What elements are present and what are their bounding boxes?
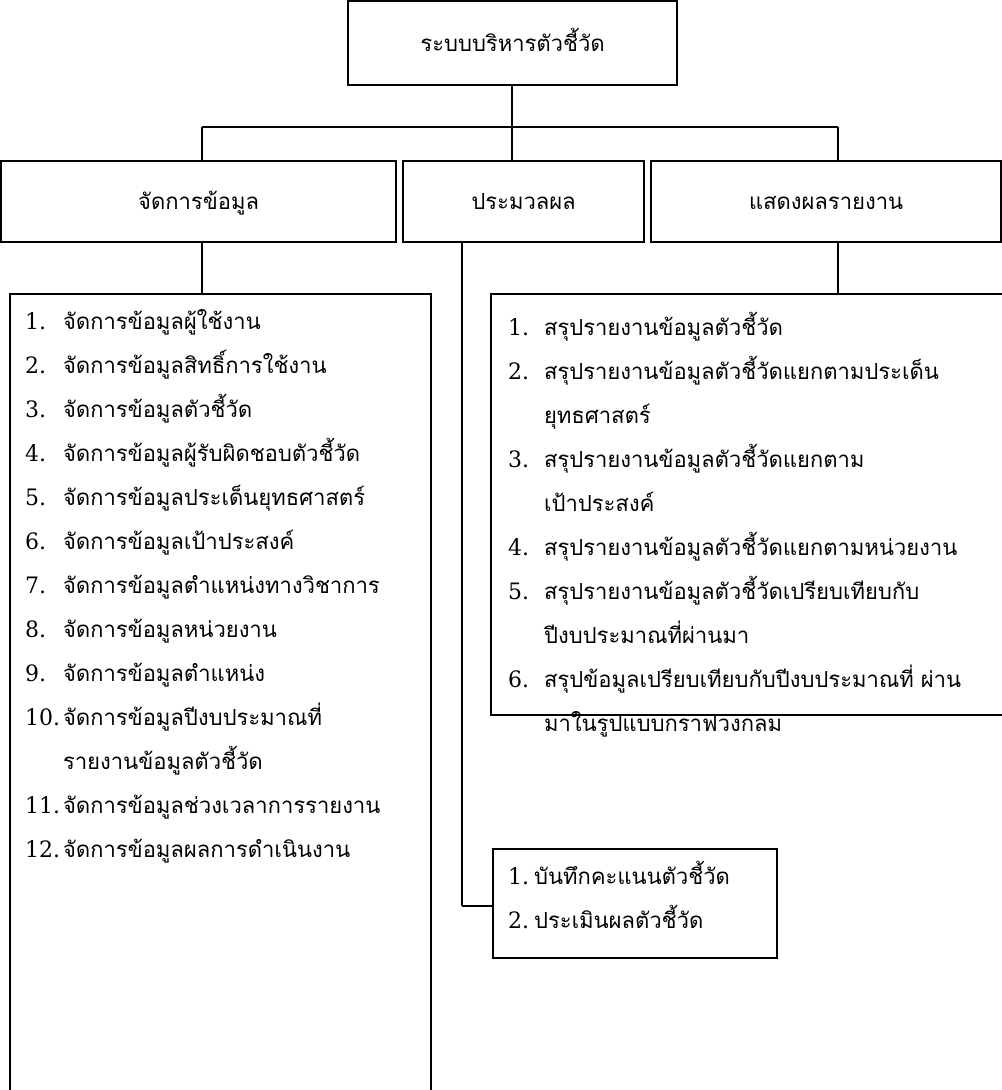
item-number: 5.	[25, 486, 46, 511]
item-number: 7.	[25, 574, 46, 599]
list-item: 4. จัดการข้อมูลผู้รับผิดชอบตัวชี้วัด	[25, 433, 420, 477]
item-text: จัดการข้อมูลปีงบประมาณที่ รายงานข้อมูลตั…	[63, 706, 322, 775]
item-number: 1.	[508, 865, 529, 890]
data-management-list-box: 1. จัดการข้อมูลผู้ใช้งาน 2. จัดการข้อมูลสิ…	[9, 293, 432, 1090]
item-number: 4.	[25, 442, 46, 467]
reports-list-box: 1. สรุปรายงานข้อมูลตัวชี้วัด 2. สรุปรายงาน…	[490, 293, 1002, 737]
item-text: จัดการข้อมูลหน่วยงาน	[63, 618, 277, 643]
list-item: 12.จัดการข้อมูลผลการดำเนินงาน	[25, 829, 420, 873]
item-number: 12.	[25, 838, 60, 863]
list-item: 6. สรุปข้อมูลเปรียบเทียบกับปีงบประมาณที่ …	[508, 659, 998, 747]
item-number: 11.	[25, 794, 60, 819]
item-text: จัดการข้อมูลช่วงเวลาการรายงาน	[63, 794, 381, 819]
list-item: 3. จัดการข้อมูลตัวชี้วัด	[25, 389, 420, 433]
branch-node-reports: แสดงผลรายงาน	[650, 160, 1002, 243]
item-text: บันทึกคะแนนตัวชี้วัด	[534, 865, 730, 890]
list-item: 3. สรุปรายงานข้อมูลตัวชี้วัดแยกตาม เป้าปร…	[508, 439, 998, 527]
list-item: 2.ประเมินผลตัวชี้วัด	[508, 900, 770, 944]
list-item: 6. จัดการข้อมูลเป้าประสงค์	[25, 521, 420, 565]
root-node: ระบบบริหารตัวชี้วัด	[347, 0, 678, 86]
item-text: จัดการข้อมูลตำแหน่ง	[63, 662, 266, 687]
list-item: 5. จัดการข้อมูลประเด็นยุทธศาสตร์	[25, 477, 420, 521]
item-text: จัดการข้อมูลผู้ใช้งาน	[63, 310, 261, 335]
branch-node-processing: ประมวลผล	[402, 160, 645, 243]
item-number: 3.	[508, 448, 529, 473]
list-item: 1. สรุปรายงานข้อมูลตัวชี้วัด	[508, 307, 998, 351]
item-number: 2.	[508, 909, 529, 934]
item-number: 9.	[25, 662, 46, 687]
item-number: 10.	[25, 706, 60, 731]
item-number: 3.	[25, 398, 46, 423]
item-text: จัดการข้อมูลตัวชี้วัด	[63, 398, 253, 423]
item-text: สรุปรายงานข้อมูลตัวชี้วัดแยกตามประเด็น ย…	[544, 360, 939, 429]
list-item: 11.จัดการข้อมูลช่วงเวลาการรายงาน	[25, 785, 420, 829]
branch-label: จัดการข้อมูล	[138, 190, 259, 215]
item-text: สรุปรายงานข้อมูลตัวชี้วัดแยกตามหน่วยงาน	[544, 536, 958, 561]
item-number: 4.	[508, 536, 529, 561]
item-text: สรุปรายงานข้อมูลตัวชี้วัด	[544, 316, 783, 341]
item-text: สรุปรายงานข้อมูลตัวชี้วัดเปรียบเทียบกับ …	[544, 580, 920, 649]
item-text: จัดการข้อมูลผลการดำเนินงาน	[63, 838, 351, 863]
item-text: จัดการข้อมูลประเด็นยุทธศาสตร์	[63, 486, 366, 511]
list-item: 1.บันทึกคะแนนตัวชี้วัด	[508, 856, 770, 900]
list-item: 1. จัดการข้อมูลผู้ใช้งาน	[25, 301, 420, 345]
item-text: จัดการข้อมูลตำแหน่งทางวิชาการ	[63, 574, 380, 599]
item-number: 8.	[25, 618, 46, 643]
root-label: ระบบบริหารตัวชี้วัด	[420, 31, 605, 57]
item-text: สรุปข้อมูลเปรียบเทียบกับปีงบประมาณที่ ผ่…	[544, 668, 962, 737]
list-item: 5. สรุปรายงานข้อมูลตัวชี้วัดเปรียบเทียบกั…	[508, 571, 998, 659]
list-item: 10.จัดการข้อมูลปีงบประมาณที่ รายงานข้อมู…	[25, 697, 420, 785]
item-number: 2.	[25, 354, 46, 379]
branch-node-data-management: จัดการข้อมูล	[0, 160, 397, 243]
list-item: 4. สรุปรายงานข้อมูลตัวชี้วัดแยกตามหน่วยงา…	[508, 527, 998, 571]
item-text: ประเมินผลตัวชี้วัด	[534, 909, 704, 934]
item-number: 5.	[508, 580, 529, 605]
item-number: 6.	[508, 668, 529, 693]
item-number: 1.	[508, 316, 529, 341]
item-text: จัดการข้อมูลเป้าประสงค์	[63, 530, 295, 555]
processing-list-box: 1.บันทึกคะแนนตัวชี้วัด 2.ประเมินผลตัวชี้…	[492, 848, 778, 959]
item-text: สรุปรายงานข้อมูลตัวชี้วัดแยกตาม เป้าประส…	[544, 448, 865, 517]
list-item: 9. จัดการข้อมูลตำแหน่ง	[25, 653, 420, 697]
list-item: 8. จัดการข้อมูลหน่วยงาน	[25, 609, 420, 653]
branch-label: แสดงผลรายงาน	[748, 190, 904, 215]
item-number: 2.	[508, 360, 529, 385]
item-number: 1.	[25, 310, 46, 335]
branch-label: ประมวลผล	[471, 190, 576, 215]
item-text: จัดการข้อมูลสิทธิ์การใช้งาน	[63, 354, 327, 379]
item-text: จัดการข้อมูลผู้รับผิดชอบตัวชี้วัด	[63, 442, 361, 467]
list-item: 2. สรุปรายงานข้อมูลตัวชี้วัดแยกตามประเด็น…	[508, 351, 998, 439]
item-number: 6.	[25, 530, 46, 555]
list-item: 2. จัดการข้อมูลสิทธิ์การใช้งาน	[25, 345, 420, 389]
list-item: 7. จัดการข้อมูลตำแหน่งทางวิชาการ	[25, 565, 420, 609]
